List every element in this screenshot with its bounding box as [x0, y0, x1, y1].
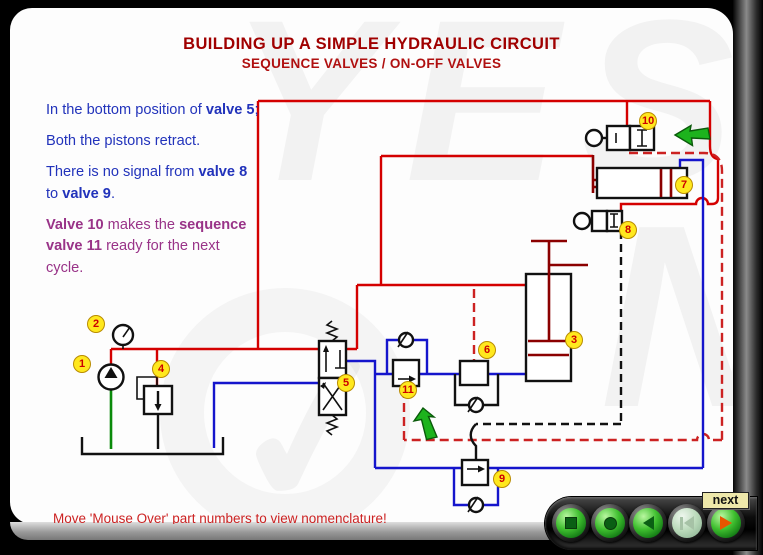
horizontal-cylinder-symbol — [591, 155, 689, 200]
description-panel: In the bottom position of valve 5; Both t… — [46, 100, 260, 289]
part-marker-10[interactable]: 10 — [639, 112, 658, 130]
status-message: Move 'Mouse Over' part numbers to view n… — [53, 511, 387, 524]
step-back-button[interactable] — [629, 504, 667, 542]
part-marker-6[interactable]: 6 — [478, 341, 496, 359]
pressure-gauge-symbol — [111, 323, 135, 349]
green-arrow-icon-valve10 — [673, 124, 711, 147]
part-marker-8[interactable]: 8 — [619, 221, 637, 239]
skipback-icon — [680, 516, 694, 530]
description-paragraph: Both the pistons retract. — [46, 132, 201, 149]
pump-symbol — [97, 363, 125, 391]
roller-valve-8-symbol — [572, 209, 624, 233]
part-marker-4[interactable]: 4 — [152, 360, 170, 378]
watermark-letter: N — [600, 168, 733, 467]
stop-icon — [565, 517, 577, 529]
onoff-valve-9-symbol — [460, 458, 490, 514]
page-title: BUILDING UP A SIMPLE HYDRAULIC CIRCUIT — [183, 35, 560, 53]
play-button[interactable] — [707, 504, 745, 542]
description-paragraph: In the bottom position of valve 5; — [46, 102, 259, 118]
page-subtitle: SEQUENCE VALVES / ON-OFF VALVES — [241, 56, 502, 71]
back-icon — [642, 516, 654, 530]
record-button[interactable] — [591, 504, 629, 542]
part-marker-11[interactable]: 11 — [399, 381, 417, 399]
play-icon — [720, 516, 732, 530]
skip-start-button[interactable] — [668, 504, 706, 542]
description-paragraph: Valve 10 makes the sequence valve 11 rea… — [46, 216, 247, 277]
part-marker-1[interactable]: 1 — [73, 355, 91, 373]
player-bar — [545, 497, 757, 550]
part-marker-7[interactable]: 7 — [675, 176, 693, 194]
part-marker-9[interactable]: 9 — [493, 470, 511, 488]
vertical-cylinder-symbol — [524, 239, 588, 383]
part-marker-5[interactable]: 5 — [337, 374, 355, 392]
next-button[interactable]: next — [702, 492, 749, 509]
flow-arrow — [462, 369, 473, 379]
circle-icon — [603, 516, 617, 530]
green-arrow-icon-valve11 — [412, 406, 438, 441]
onoff-valve-6-symbol — [453, 359, 500, 414]
stop-button[interactable] — [552, 504, 590, 542]
roller-valve-10-symbol — [584, 124, 656, 152]
description-paragraph: There is no signal from valve 8 to valve… — [46, 163, 248, 202]
part-marker-3[interactable]: 3 — [565, 331, 583, 349]
content-panel: YES N ✓ BUILDING UP A SIMPLE HYDRAULIC C… — [10, 8, 733, 524]
window-right-edge — [733, 0, 763, 555]
watermark-circle — [160, 288, 410, 524]
part-marker-2[interactable]: 2 — [87, 315, 105, 333]
pilot-lines — [402, 151, 724, 442]
